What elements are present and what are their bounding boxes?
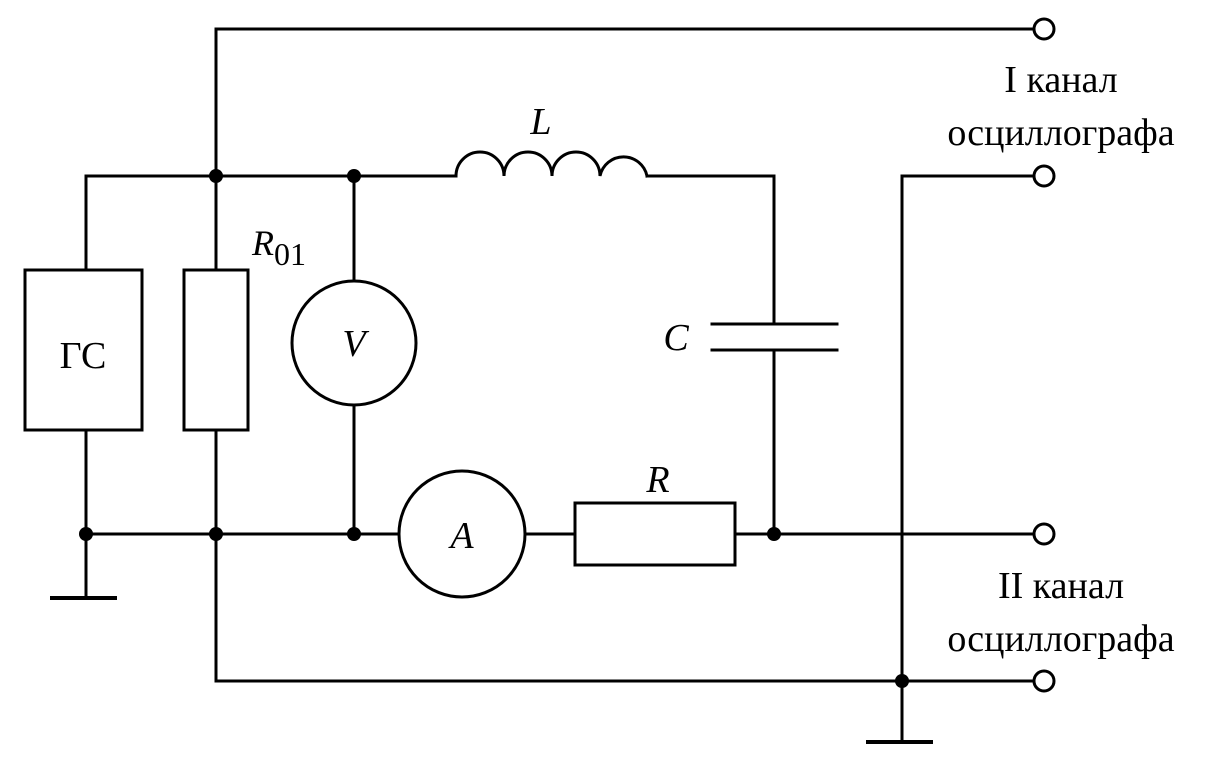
terminal-channel2-top xyxy=(1032,522,1056,546)
junction-nodes xyxy=(79,169,909,688)
node-junction xyxy=(767,527,781,541)
generator-label: ГС xyxy=(60,335,107,377)
terminal-channel2-bottom xyxy=(1032,669,1056,693)
node-junction xyxy=(347,169,361,183)
generator-box xyxy=(23,268,144,432)
inductor-coil xyxy=(454,150,649,178)
terminal-channel1-bottom xyxy=(1032,164,1056,188)
terminal-channel1-top xyxy=(1032,17,1056,41)
r01-symbol: R xyxy=(251,223,274,263)
node-junction xyxy=(895,674,909,688)
voltmeter-circle xyxy=(290,279,418,407)
resistor-r xyxy=(573,501,737,567)
node-junction xyxy=(79,527,93,541)
channel2-label-line1: II канал xyxy=(998,565,1124,607)
r01-subscript: 01 xyxy=(274,236,306,272)
channel1-label-line1: I канал xyxy=(1004,59,1117,101)
ammeter-circle xyxy=(397,469,527,599)
voltmeter-label: V xyxy=(342,323,369,365)
inductor-label: L xyxy=(529,101,551,143)
resistor-label: R xyxy=(645,459,669,501)
ammeter-label: A xyxy=(447,515,474,557)
node-junction xyxy=(347,527,361,541)
r01-resistor xyxy=(182,268,250,432)
node-junction xyxy=(209,169,223,183)
capacitor-label: C xyxy=(663,317,689,359)
channel1-label-line2: осциллографа xyxy=(947,112,1174,154)
channel2-label-line2: осциллографа xyxy=(947,618,1174,660)
r01-label: R01 xyxy=(251,223,306,272)
node-junction xyxy=(209,527,223,541)
